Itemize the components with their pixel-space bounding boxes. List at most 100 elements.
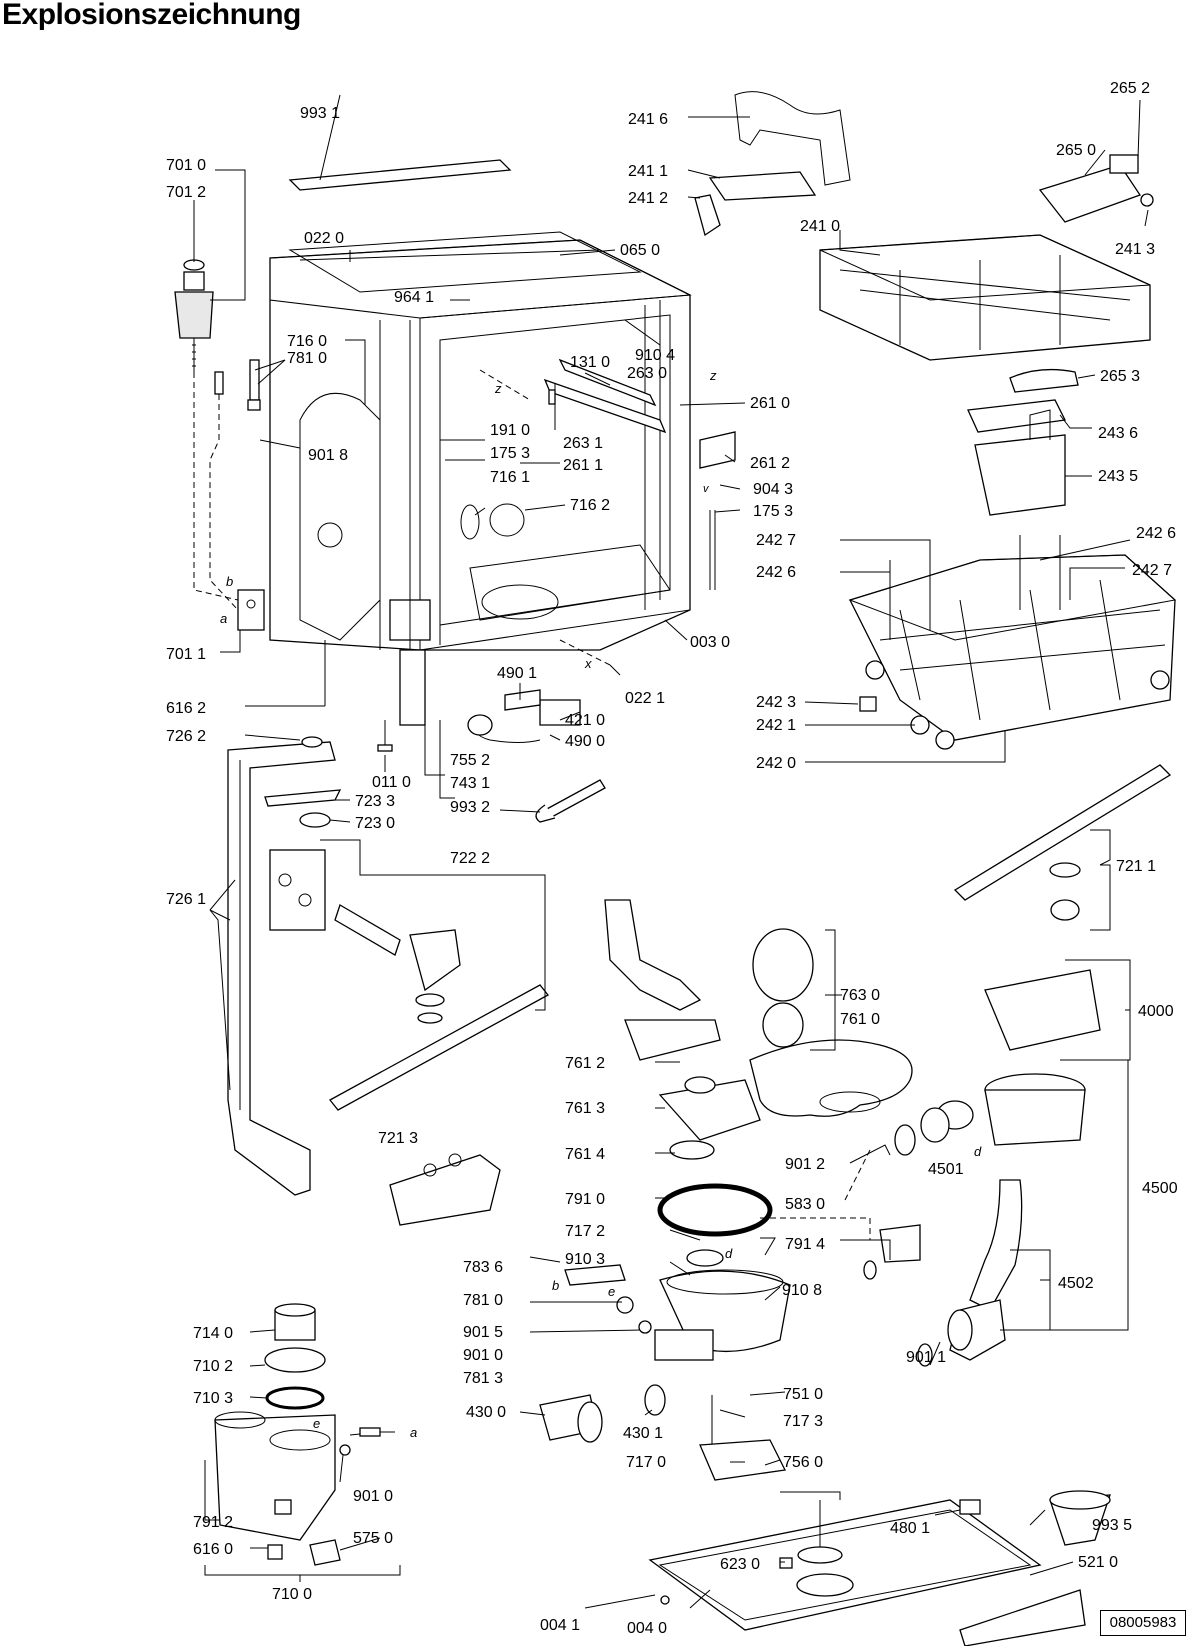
callout-9931: 993 1 <box>300 105 340 122</box>
callout-0040: 004 0 <box>627 1620 667 1637</box>
callout-7630: 763 0 <box>840 987 880 1004</box>
callout-7102: 710 2 <box>193 1358 233 1375</box>
callout-9043: 904 3 <box>753 481 793 498</box>
letter-e-1: e <box>608 1284 615 1299</box>
callout-7510: 751 0 <box>783 1386 823 1403</box>
callout-4300: 430 0 <box>466 1404 506 1421</box>
part-sketches <box>174 91 1177 1646</box>
callout-9011: 901 1 <box>906 1349 946 1366</box>
callout-7170: 717 0 <box>626 1454 666 1471</box>
callout-7172: 717 2 <box>565 1223 605 1240</box>
callout-0650: 065 0 <box>620 242 660 259</box>
tub-sketch <box>269 231 692 726</box>
connection-letters: b a z z x v b e d d e a <box>220 368 982 1440</box>
callout-9010b: 901 0 <box>353 1488 393 1505</box>
callout-9015: 901 5 <box>463 1324 503 1341</box>
callout-9103: 910 3 <box>565 1251 605 1268</box>
callout-7211: 721 1 <box>1116 858 1156 875</box>
callout-2652: 265 2 <box>1110 80 1150 97</box>
callout-2631: 263 1 <box>563 435 603 452</box>
letter-z-1: z <box>494 381 502 396</box>
callout-7613: 761 3 <box>565 1100 605 1117</box>
callout-6162: 616 2 <box>166 700 206 717</box>
callout-7610: 761 0 <box>840 1011 880 1028</box>
callout-0220: 022 0 <box>304 230 344 247</box>
callout-7222: 722 2 <box>450 850 490 867</box>
letter-x-1: x <box>584 656 592 671</box>
leader-lines <box>193 94 1149 1609</box>
callout-2420: 242 0 <box>756 755 796 772</box>
callout-1910: 191 0 <box>490 422 530 439</box>
document-number: 08005983 <box>1100 1610 1186 1636</box>
letter-a-1: a <box>220 611 227 626</box>
callout-2412: 241 2 <box>628 190 668 207</box>
callout-2423: 242 3 <box>756 694 796 711</box>
callout-5750: 575 0 <box>353 1530 393 1547</box>
letter-z-2: z <box>709 368 717 383</box>
callout-7173: 717 3 <box>783 1413 823 1430</box>
callout-7810: 781 0 <box>287 350 327 367</box>
callout-2416: 241 6 <box>628 111 668 128</box>
callout-2435: 243 5 <box>1098 468 1138 485</box>
letter-a-2: a <box>410 1425 417 1440</box>
callout-7612: 761 2 <box>565 1055 605 1072</box>
callout-7560: 756 0 <box>783 1454 823 1471</box>
callout-9641: 964 1 <box>394 289 434 306</box>
callout-9935: 993 5 <box>1092 1517 1132 1534</box>
letter-v-1: v <box>703 483 710 495</box>
letter-e-2: e <box>313 1416 320 1431</box>
callout-2411: 241 1 <box>628 163 668 180</box>
page-title: Explosionszeichnung <box>2 0 301 31</box>
callout-7262: 726 2 <box>166 728 206 745</box>
callout-4301: 430 1 <box>623 1425 663 1442</box>
callout-2653: 265 3 <box>1100 368 1140 385</box>
callout-7233: 723 3 <box>355 793 395 810</box>
callout-2612: 261 2 <box>750 455 790 472</box>
callout-2427a: 242 7 <box>756 532 796 549</box>
callout-7836: 783 6 <box>463 1259 503 1276</box>
callout-7910: 791 0 <box>565 1191 605 1208</box>
callout-7213: 721 3 <box>378 1130 418 1147</box>
callout-7431: 743 1 <box>450 775 490 792</box>
callout-4801: 480 1 <box>890 1520 930 1537</box>
callout-4000: 4000 <box>1138 1003 1174 1020</box>
callout-7010: 701 0 <box>166 157 206 174</box>
upper-basket-sketch <box>819 234 1151 361</box>
letter-d-2: d <box>974 1144 982 1159</box>
callout-0041: 004 1 <box>540 1617 580 1634</box>
callout-5210: 521 0 <box>1078 1554 1118 1571</box>
callout-2427b: 242 7 <box>1132 562 1172 579</box>
callout-2436: 243 6 <box>1098 425 1138 442</box>
callout-7614: 761 4 <box>565 1146 605 1163</box>
callout-2630: 263 0 <box>627 365 667 382</box>
callout-0030: 003 0 <box>690 634 730 651</box>
callout-7161: 716 1 <box>490 469 530 486</box>
callout-2413: 241 3 <box>1115 241 1155 258</box>
callout-7100: 710 0 <box>272 1586 312 1603</box>
callout-7552: 755 2 <box>450 752 490 769</box>
callout-2410: 241 0 <box>800 218 840 235</box>
callout-labels: 993 1 701 0 701 2 022 0 065 0 964 1 716 … <box>166 80 1178 1637</box>
callout-4210: 421 0 <box>565 712 605 729</box>
callout-4901: 490 1 <box>497 665 537 682</box>
callout-2426b: 242 6 <box>756 564 796 581</box>
callout-0221: 022 1 <box>625 690 665 707</box>
callout-6230: 623 0 <box>720 1556 760 1573</box>
callout-0110: 011 0 <box>372 774 411 791</box>
callout-1753a: 175 3 <box>490 445 530 462</box>
callout-7011: 701 1 <box>166 646 206 663</box>
callout-7140: 714 0 <box>193 1325 233 1342</box>
callout-2426a: 242 6 <box>1136 525 1176 542</box>
callout-9010: 901 0 <box>463 1347 503 1364</box>
callout-9108: 910 8 <box>782 1282 822 1299</box>
letter-d-1: d <box>725 1246 733 1261</box>
callout-2611: 261 1 <box>563 457 603 474</box>
letter-b-2: b <box>552 1278 559 1293</box>
callout-9104: 910 4 <box>635 347 675 364</box>
callout-7103: 710 3 <box>193 1390 233 1407</box>
callout-7810b: 781 0 <box>463 1292 503 1309</box>
callout-2421: 242 1 <box>756 717 796 734</box>
callout-1310: 131 0 <box>570 354 610 371</box>
callout-2610: 261 0 <box>750 395 790 412</box>
